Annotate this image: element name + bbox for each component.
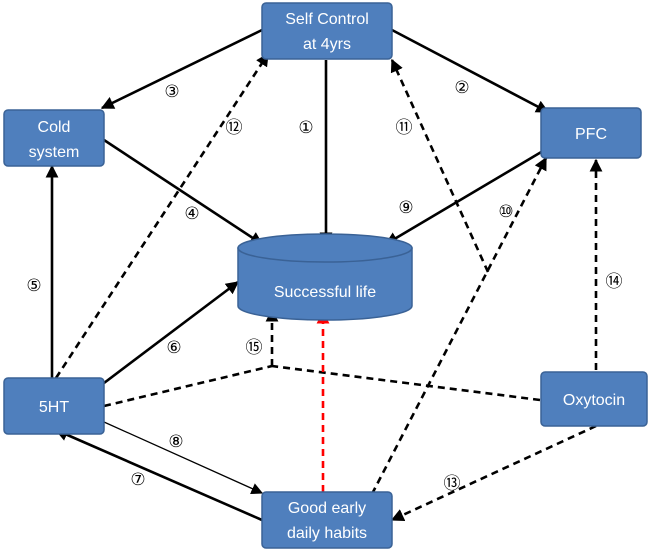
edge-label-12: ⑫ (226, 118, 243, 138)
edge-label-8: ⑧ (168, 432, 183, 452)
edge-3 (100, 28, 263, 110)
edge-label-10: ⑩ (498, 202, 513, 222)
edge-label-15: ⑮ (246, 338, 263, 358)
edge-label-2: ② (454, 78, 469, 98)
edge-2 (391, 28, 550, 114)
edge-8 (103, 421, 264, 495)
edge-4 (103, 138, 264, 246)
edge-label-7: ⑦ (130, 470, 145, 490)
edge-15-5ht (103, 364, 273, 408)
edge-15-oxytocin (271, 364, 541, 402)
node-successful-life[interactable]: Successful life (237, 233, 413, 321)
node-self-control-line2: at 4yrs (303, 36, 351, 53)
edge-9 (384, 146, 549, 246)
node-habits-line2: daily habits (287, 525, 367, 542)
node-self-control[interactable]: Self Control at 4yrs (261, 2, 393, 60)
node-oxytocin[interactable]: Oxytocin (540, 371, 648, 427)
node-pfc-label: PFC (575, 126, 607, 143)
edge-label-14: ⑭ (606, 272, 623, 292)
edge-label-9: ⑨ (398, 198, 413, 218)
edge-label-3: ③ (164, 82, 179, 102)
edge-13 (390, 424, 597, 522)
edge-6 (103, 280, 240, 385)
node-habits[interactable]: Good early daily habits (261, 491, 393, 549)
edge-11 (390, 58, 490, 273)
node-self-control-line1: Self Control (285, 11, 369, 28)
edge-10 (370, 156, 548, 495)
edge-12 (54, 52, 270, 379)
edge-label-11: ⑪ (396, 118, 413, 138)
node-pfc[interactable]: PFC (540, 107, 642, 159)
edge-label-5: ⑤ (26, 276, 41, 296)
node-habits-line1: Good early (288, 500, 366, 517)
edge-label-13: ⑬ (444, 474, 461, 494)
edge-label-1: ① (298, 118, 313, 138)
node-5ht[interactable]: 5HT (3, 377, 105, 435)
node-oxytocin-label: Oxytocin (563, 392, 625, 409)
node-5ht-label: 5HT (39, 399, 69, 416)
edge-label-6: ⑥ (166, 338, 181, 358)
node-cold-system-line2: system (29, 144, 80, 161)
node-successful-life-label: Successful life (274, 284, 376, 301)
edge-7 (54, 428, 263, 522)
node-cold-system-line1: Cold (38, 119, 71, 136)
edge-labels: ① ② ③ ④ ⑤ ⑥ ⑦ ⑧ ⑨ ⑩ ⑪ ⑫ ⑬ ⑭ ⑮ (26, 78, 622, 494)
edges (45, 28, 603, 522)
edge-label-4: ④ (184, 204, 199, 224)
node-cold-system[interactable]: Cold system (3, 109, 105, 167)
